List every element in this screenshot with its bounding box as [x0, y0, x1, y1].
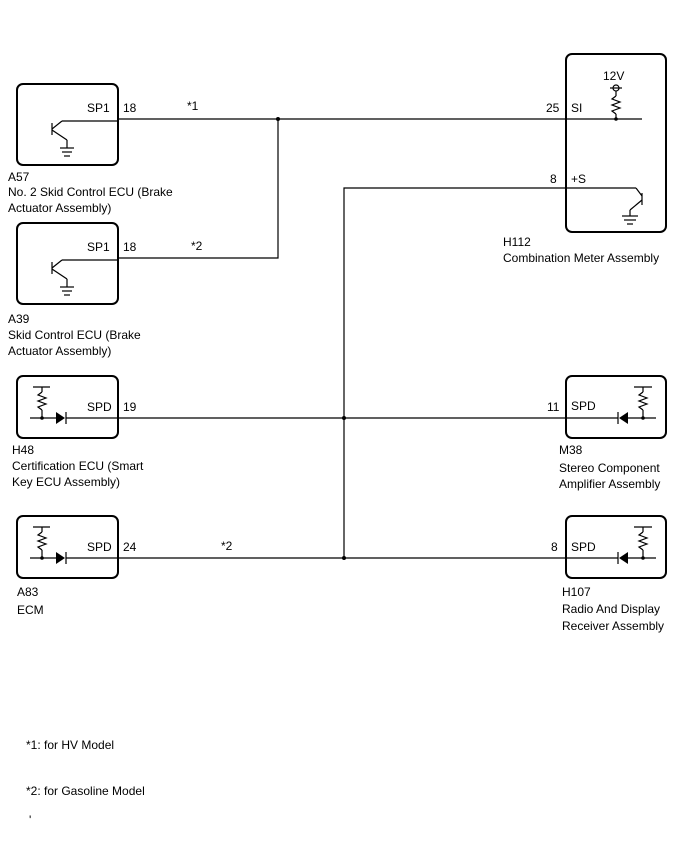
h48-box — [16, 375, 119, 439]
a83-terminal: SPD — [87, 540, 112, 554]
a39-terminal: SP1 — [87, 240, 110, 254]
wire-plus-s — [343, 187, 566, 558]
h112-pin-s: 8 — [550, 172, 557, 186]
component-h107: SPD 8 H107 Radio And Display Receiver As… — [551, 515, 667, 633]
h107-box — [565, 515, 667, 579]
resistor-diode-symbol — [30, 386, 118, 424]
h48-id: H48 — [12, 443, 34, 457]
footnote-hv: *1: for HV Model — [26, 738, 114, 752]
tick-mark: ' — [29, 813, 31, 827]
h107-pin: 8 — [551, 540, 558, 554]
m38-terminal: SPD — [571, 399, 596, 413]
a39-name-line1: Skid Control ECU (Brake — [8, 328, 141, 342]
h48-terminal: SPD — [87, 400, 112, 414]
a83-pin: 24 — [123, 540, 137, 554]
component-a39: SP1 18 A39 Skid Control ECU (Brake Actua… — [8, 222, 141, 358]
transistor-symbol — [51, 259, 74, 296]
wire-note-2: *2 — [191, 239, 203, 253]
m38-name-line2: Amplifier Assembly — [559, 477, 660, 491]
transistor-symbol — [51, 120, 74, 157]
junction-dot — [342, 416, 346, 420]
transistor-symbol — [566, 187, 643, 225]
wires — [118, 117, 566, 560]
h112-terminal-s: +S — [571, 172, 586, 186]
h112-pin-si: 25 — [546, 101, 560, 115]
a57-pin: 18 — [123, 101, 137, 115]
a57-name-line1: No. 2 Skid Control ECU (Brake — [8, 185, 173, 199]
a57-terminal: SP1 — [87, 101, 110, 115]
m38-box — [565, 375, 667, 439]
a39-id: A39 — [8, 312, 30, 326]
supply-12v-label: 12V — [603, 69, 624, 83]
m38-name-line1: Stereo Component — [559, 461, 660, 475]
h48-name-line2: Key ECU Assembly) — [12, 475, 120, 489]
h107-name-line1: Radio And Display — [562, 602, 660, 616]
a57-id: A57 — [8, 170, 30, 184]
wire-note-3: *2 — [221, 539, 233, 553]
component-h48: SPD 19 H48 Certification ECU (Smart Key … — [12, 375, 144, 489]
component-m38: SPD 11 M38 Stereo Component Amplifier As… — [547, 375, 667, 491]
component-a57: SP1 18 A57 No. 2 Skid Control ECU (Brake… — [8, 83, 173, 215]
h107-name-line2: Receiver Assembly — [562, 619, 664, 633]
resistor-diode-symbol — [566, 526, 656, 564]
a39-pin: 18 — [123, 240, 137, 254]
a57-box — [16, 83, 119, 166]
a83-name-line1: ECM — [17, 603, 44, 617]
h48-pin: 19 — [123, 400, 137, 414]
footnote-gasoline: *2: for Gasoline Model — [26, 784, 145, 798]
a83-box — [16, 515, 119, 579]
a39-box — [16, 222, 119, 305]
junction-dot — [342, 556, 346, 560]
resistor-diode-symbol — [30, 526, 118, 564]
h112-id: H112 — [503, 235, 531, 249]
h107-id: H107 — [562, 585, 591, 599]
a83-id: A83 — [17, 585, 39, 599]
h48-name-line1: Certification ECU (Smart — [12, 459, 144, 473]
h107-terminal: SPD — [571, 540, 596, 554]
a57-name-line2: Actuator Assembly) — [8, 201, 111, 215]
resistor-diode-symbol — [566, 386, 656, 424]
h112-box — [565, 53, 667, 233]
h112-terminal-si: SI — [571, 101, 582, 115]
m38-id: M38 — [559, 443, 583, 457]
component-a83: SPD 24 A83 ECM — [16, 515, 137, 617]
wire-note-1: *1 — [187, 99, 199, 113]
a39-name-line2: Actuator Assembly) — [8, 344, 111, 358]
h112-name-line1: Combination Meter Assembly — [503, 251, 659, 265]
component-h112: 12V SI 25 +S 8 H112 Combination Meter As… — [503, 53, 667, 265]
pull-up-resistor-symbol — [610, 84, 622, 121]
wire-a39-sp1 — [118, 119, 279, 259]
m38-pin: 11 — [547, 400, 560, 414]
